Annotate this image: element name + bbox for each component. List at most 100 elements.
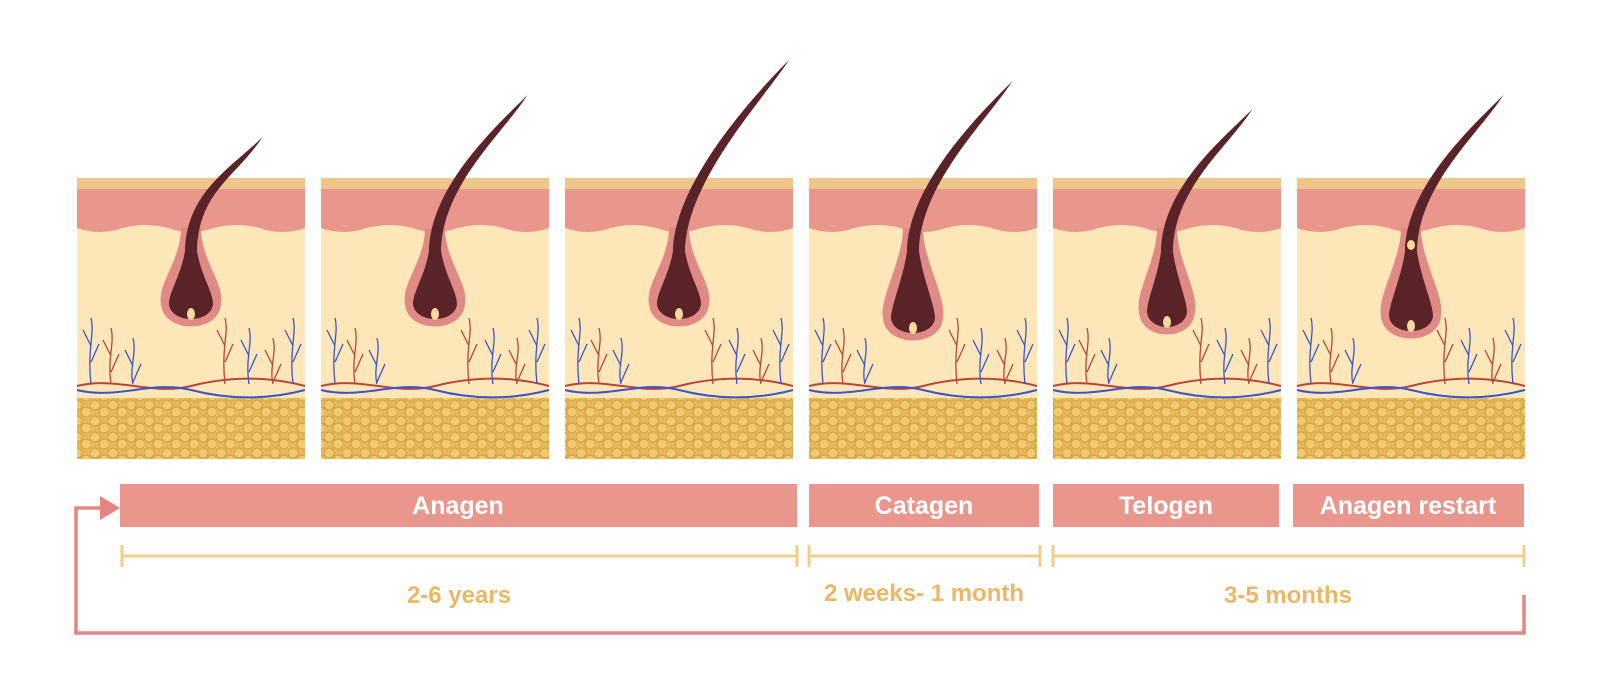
capillary	[1240, 337, 1258, 385]
hair-shaft	[673, 60, 789, 250]
skin-panel-telogen	[1052, 109, 1282, 459]
hair-bulb	[657, 240, 701, 319]
dermal-papilla	[675, 308, 683, 320]
duration-label-catagen: 2 weeks- 1 month	[824, 580, 1024, 607]
capillary	[1436, 317, 1454, 385]
phase-label-catagen: Catagen	[875, 492, 974, 520]
phase-bars: Anagen Catagen Telogen Anagen restart	[120, 484, 1524, 527]
capillary	[856, 337, 874, 385]
duration-label-anagen: 2-6 years	[407, 582, 511, 609]
capillary	[102, 327, 120, 385]
capillary	[284, 317, 302, 385]
hair-bulb	[1147, 240, 1187, 327]
phase-bar-anagen-restart: Anagen restart	[1293, 484, 1524, 527]
phase-label-anagen: Anagen	[412, 492, 504, 520]
upper-dermis-layer	[77, 178, 305, 232]
capillary	[508, 337, 526, 385]
phase-bar-anagen: Anagen	[120, 484, 797, 527]
epidermis-layer	[1297, 178, 1525, 189]
skin-panels	[76, 60, 1526, 459]
skin-panel-anagen-full	[564, 60, 794, 459]
capillary	[1484, 337, 1502, 385]
capillary	[1322, 327, 1340, 385]
capillary	[1504, 317, 1522, 385]
hair-bulb	[169, 240, 213, 319]
capillary	[1192, 317, 1210, 385]
capillary	[1078, 327, 1096, 385]
capillary	[1460, 327, 1478, 385]
capillary	[264, 337, 282, 385]
capillary	[1058, 317, 1076, 385]
dermal-papilla	[187, 308, 195, 320]
upper-dermis-layer	[321, 178, 549, 232]
capillary	[590, 327, 608, 385]
phase-label-telogen: Telogen	[1119, 492, 1213, 520]
phase-bar-telogen: Telogen	[1053, 484, 1279, 527]
duration-bracket-anagen	[120, 545, 799, 567]
capillary	[704, 317, 722, 385]
club-hair-bulb	[1407, 240, 1415, 250]
dermal-papilla	[1407, 320, 1415, 332]
fat-layer	[1053, 398, 1281, 459]
capillary	[460, 317, 478, 385]
capillary	[326, 317, 344, 385]
capillary	[216, 317, 234, 385]
fat-layer	[565, 398, 793, 459]
capillary	[814, 317, 832, 385]
hair-bulb	[891, 240, 935, 333]
hair-bulb	[413, 240, 457, 319]
capillary	[834, 327, 852, 385]
cycle-arrow	[74, 496, 1526, 635]
capillary	[124, 337, 142, 385]
fat-layer	[1297, 398, 1525, 459]
skin-panel-anagen-mid	[320, 95, 550, 459]
dermal-papilla	[909, 322, 917, 334]
duration-brackets: 2-6 years 2 weeks- 1 month 3-5 months	[120, 545, 1526, 609]
duration-label-telogen: 3-5 months	[1224, 582, 1352, 609]
hair-shaft	[429, 95, 528, 250]
capillary	[1216, 327, 1234, 385]
duration-bracket-telogen-restart	[1051, 545, 1526, 567]
capillary	[728, 327, 746, 385]
upper-dermis-layer	[565, 178, 793, 232]
hair-shaft	[907, 81, 1013, 250]
capillary	[1260, 317, 1278, 385]
dermal-papilla	[431, 308, 439, 320]
capillary	[346, 327, 364, 385]
capillary	[752, 337, 770, 385]
upper-dermis-layer	[1053, 178, 1281, 232]
vein	[320, 386, 550, 399]
hair-bulb	[1389, 240, 1433, 331]
dermal-papilla	[1163, 316, 1171, 328]
phase-label-anagen-restart: Anagen restart	[1320, 492, 1497, 520]
phase-bar-catagen: Catagen	[809, 484, 1039, 527]
arrow-right-icon	[100, 496, 120, 520]
skin-panel-catagen	[808, 81, 1038, 459]
vein	[76, 386, 306, 399]
capillary	[528, 317, 546, 385]
hair-shaft	[1161, 109, 1253, 250]
capillary	[1344, 337, 1362, 385]
epidermis-layer	[1053, 178, 1281, 189]
hair-shaft	[1405, 95, 1504, 250]
duration-bracket-catagen	[807, 545, 1042, 567]
capillary	[240, 327, 258, 385]
capillary	[996, 337, 1014, 385]
hair-shaft	[185, 137, 263, 250]
fat-layer	[809, 398, 1037, 459]
skin-panel-anagen-early	[76, 137, 306, 459]
capillary	[1302, 317, 1320, 385]
vein	[1296, 386, 1526, 399]
epidermis-layer	[77, 178, 305, 189]
epidermis-layer	[321, 178, 549, 189]
capillary	[484, 327, 502, 385]
upper-dermis-layer	[1297, 178, 1525, 232]
vein	[1052, 386, 1282, 399]
capillary	[948, 317, 966, 385]
epidermis-layer	[809, 178, 1037, 189]
epidermis-layer	[565, 178, 793, 189]
capillary	[570, 317, 588, 385]
capillary	[368, 337, 386, 385]
capillary	[972, 327, 990, 385]
